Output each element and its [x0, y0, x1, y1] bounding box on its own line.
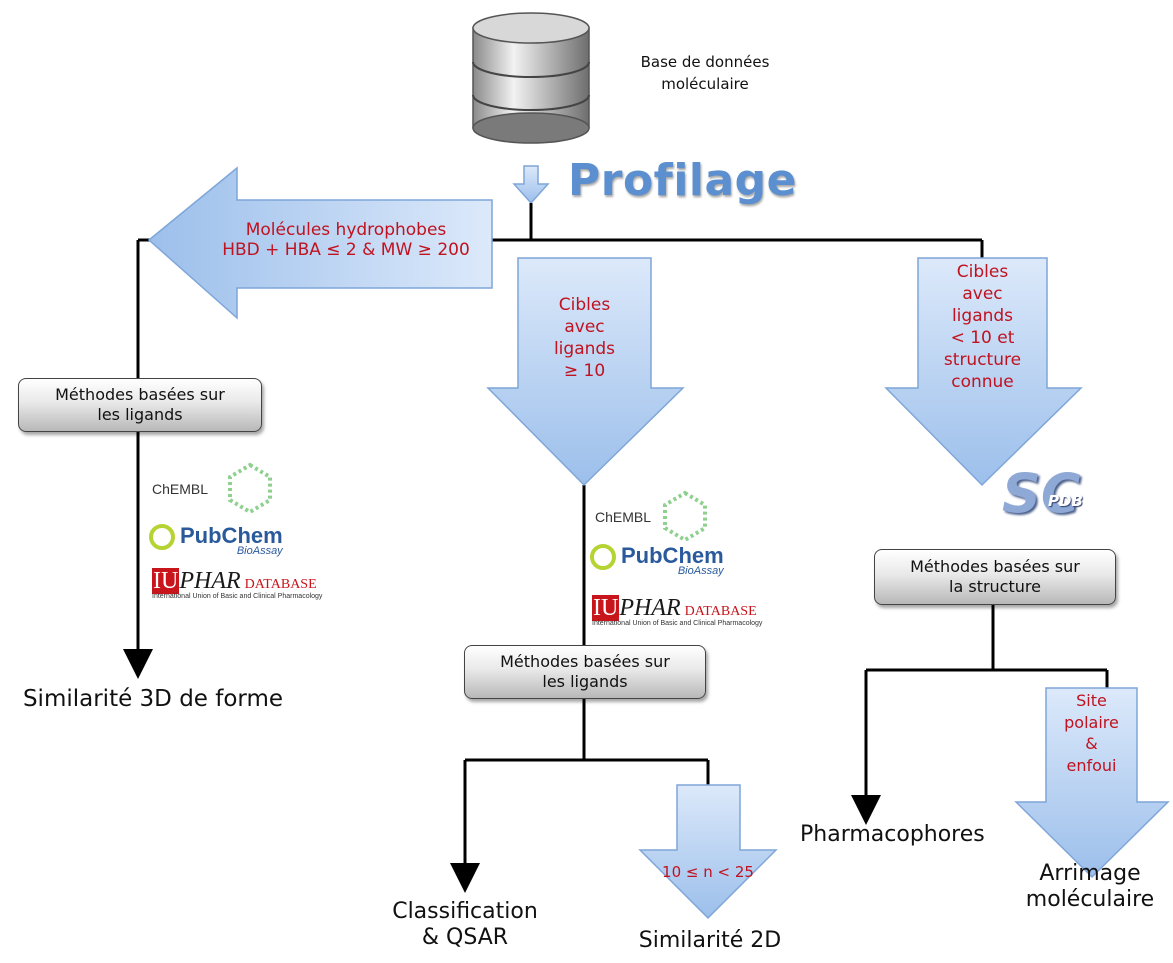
- left-arrow-line2: HBD + HBA ≤ 2 & MW ≥ 200: [222, 240, 470, 261]
- mid-arrow-line1: Cibles: [558, 295, 611, 315]
- right-arrow-line2: avec: [962, 284, 1003, 305]
- mid-arrow-line3: ligands: [553, 339, 616, 360]
- box-right-line2: la structure: [949, 577, 1041, 596]
- right-arrow-line3: ligands: [951, 306, 1014, 327]
- site-line1: Site: [1076, 691, 1107, 710]
- chembl-logo-mid: ChEMBL: [595, 509, 652, 525]
- chembl-logo-left: ChEMBL: [152, 481, 209, 497]
- database-icon: [472, 12, 590, 144]
- left-arrow-label: Molécules hydrophobes HBD + HBA ≤ 2 & MW…: [196, 220, 496, 261]
- box-left-line1: Méthodes basées sur: [55, 385, 225, 404]
- iuphar-iu-left: IU: [152, 568, 180, 594]
- right-arrow-line6: connue: [951, 372, 1014, 393]
- iuphar-sub-left: International Union of Basic and Clinica…: [152, 593, 323, 600]
- arrimage-line1: Arrimage: [1039, 861, 1141, 886]
- pubchem-sub-left: BioAssay: [236, 545, 283, 557]
- right-arrow-line4: < 10 et: [950, 328, 1015, 349]
- pubchem-icon-mid: [590, 544, 616, 570]
- pubchem-logo-mid: PubChem BioAssay: [621, 543, 724, 577]
- box-mid-line1: Méthodes basées sur: [500, 652, 670, 671]
- iuphar-db-left: DATABASE: [244, 577, 317, 592]
- database-line2: moléculaire: [661, 74, 749, 93]
- page-title: Profilage: [568, 155, 798, 206]
- left-arrow-line1: Molécules hydrophobes: [245, 220, 447, 240]
- classif-line2: & QSAR: [421, 925, 509, 951]
- output-arrimage: Arrimage moléculaire: [1010, 861, 1170, 914]
- pubchem-text-mid: PubChem: [621, 543, 724, 568]
- iuphar-logo-mid: IUPHAR DATABASE International Union of B…: [592, 595, 762, 627]
- right-arrow-label: Cibles avec ligands < 10 et structure co…: [918, 261, 1047, 394]
- iuphar-db-mid: DATABASE: [684, 604, 757, 619]
- scpdb-logo: SC PDB: [1002, 462, 1092, 532]
- output-similarite-2d: Similarité 2D: [638, 928, 782, 953]
- pubchem-sub-mid: BioAssay: [677, 565, 724, 577]
- pubchem-text-left: PubChem: [180, 523, 283, 548]
- site-line4: enfoui: [1066, 755, 1117, 775]
- iuphar-phar-mid: PHAR: [619, 595, 681, 621]
- chembl-hex-icon-mid: [663, 490, 707, 543]
- pubchem-icon-left: [149, 524, 175, 550]
- box-mid-line2: les ligands: [542, 672, 628, 691]
- db-down-arrow: [512, 165, 550, 205]
- arrimage-line2: moléculaire: [1025, 887, 1155, 913]
- right-arrow-line5: structure: [943, 350, 1022, 371]
- site-line2: polaire: [1064, 712, 1119, 732]
- iuphar-iu-mid: IU: [592, 595, 620, 621]
- mid-arrow-line2: avec: [564, 317, 605, 338]
- output-classification-qsar: Classification & QSAR: [380, 899, 550, 952]
- mid-arrow-shape: [486, 257, 685, 487]
- sim2d-arrow-shape: [638, 784, 778, 920]
- pubchem-logo-left: PubChem BioAssay: [180, 523, 283, 557]
- site-arrow-label: Site polaire & enfoui: [1046, 690, 1137, 776]
- box-right-line1: Méthodes basées sur: [910, 557, 1080, 576]
- scpdb-sub: PDB: [1048, 492, 1083, 510]
- output-forme-3d: Similarité 3D de forme: [22, 686, 284, 712]
- mid-arrow-label: Cibles avec ligands ≥ 10: [518, 294, 651, 382]
- sim2d-arrow-label: 10 ≤ n < 25: [662, 863, 754, 881]
- classif-line1: Classification: [392, 899, 538, 924]
- scpdb-main: SC: [1002, 462, 1081, 525]
- right-arrow-line1: Cibles: [956, 262, 1009, 282]
- left-arrow-shape: [147, 166, 493, 320]
- database-label: Base de données moléculaire: [610, 52, 800, 96]
- right-arrow-shape: [884, 257, 1083, 487]
- iuphar-phar-left: PHAR: [179, 568, 241, 594]
- site-arrow-shape: [1014, 687, 1170, 879]
- iuphar-logo-left: IUPHAR DATABASE International Union of B…: [152, 568, 322, 600]
- output-pharmacophores: Pharmacophores: [800, 822, 985, 847]
- database-line1: Base de données: [640, 53, 770, 71]
- iuphar-sub-mid: International Union of Basic and Clinica…: [592, 620, 763, 627]
- site-line3: &: [1085, 734, 1098, 754]
- mid-arrow-line4: ≥ 10: [563, 361, 606, 382]
- chembl-hex-icon-left: [228, 462, 272, 515]
- box-left-line2: les ligands: [97, 405, 183, 424]
